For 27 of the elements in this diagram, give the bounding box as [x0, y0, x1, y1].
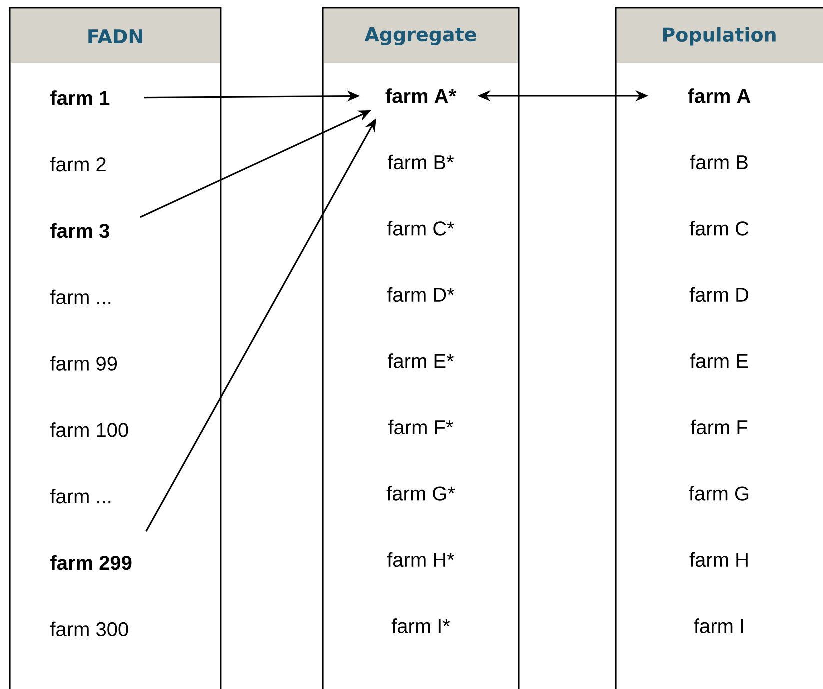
farm-label: farm B	[690, 154, 748, 170]
farm-label: farm E	[690, 354, 748, 368]
farm-label: farm 99	[50, 356, 118, 371]
farm-label: farm I*	[392, 618, 450, 634]
farm-label: farm C	[690, 221, 749, 236]
farm-label: farm ...	[50, 290, 111, 305]
farm-label: farm 300	[50, 622, 128, 637]
farm-label: farm F	[690, 420, 748, 435]
farm-label: farm D	[690, 287, 749, 302]
farm-label: farm G	[689, 486, 749, 501]
farm-label: farm F*	[388, 420, 454, 435]
farm-label: farm H	[690, 552, 748, 568]
farm-label: farm E*	[388, 354, 454, 368]
farm-label: farm A	[688, 88, 751, 104]
farm-label: farm I	[694, 618, 744, 634]
farm-label: farm 299	[50, 555, 132, 570]
farm-label: farm 3	[50, 223, 110, 238]
farm-label: farm H*	[387, 552, 455, 568]
farm-label: farm 1	[50, 90, 110, 106]
farm-label: farm G*	[386, 486, 456, 501]
farm-label: farm C*	[387, 221, 455, 236]
farm-label: farm D*	[387, 287, 455, 302]
farm-label: farm A*	[386, 88, 457, 104]
farm-label: farm B*	[388, 154, 454, 170]
farm-label: farm ...	[50, 489, 111, 504]
farm-label: farm 100	[50, 422, 128, 438]
farm-label: farm 2	[50, 157, 106, 172]
